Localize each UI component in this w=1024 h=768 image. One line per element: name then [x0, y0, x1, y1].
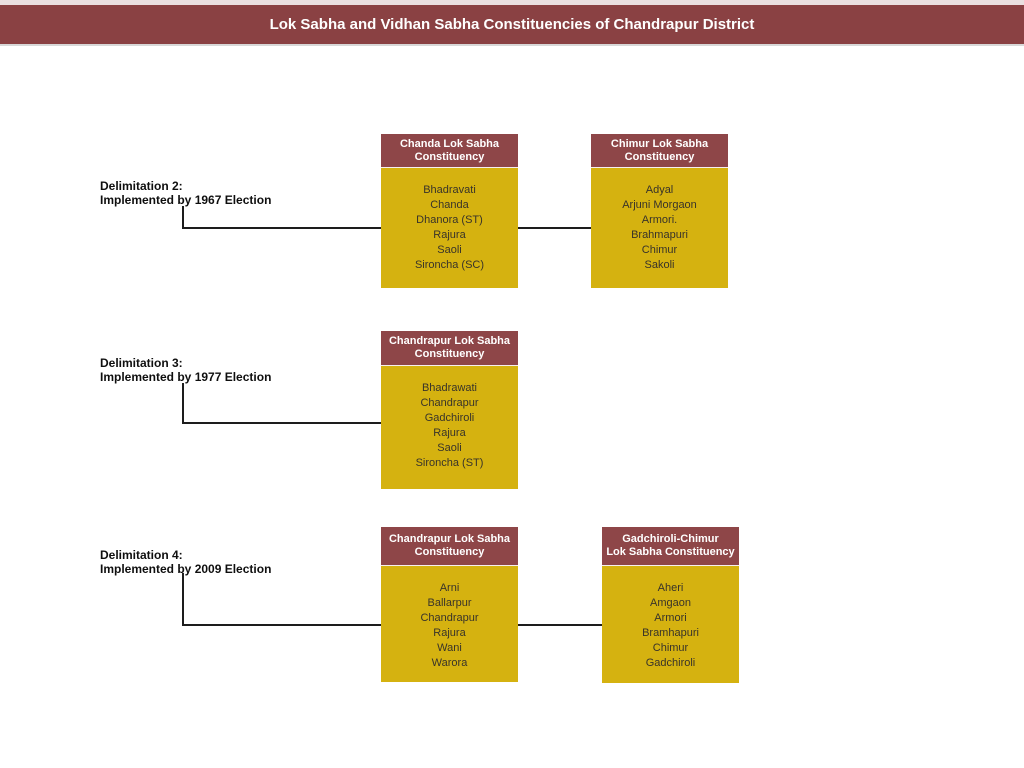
constituency-item: Ballarpur [427, 597, 472, 609]
constituency-item: Warora [431, 657, 468, 669]
constituency-item: Gadchiroli [645, 657, 696, 669]
constituency-item: Amgaon [650, 597, 691, 609]
connector-line [518, 227, 591, 229]
connector-line [182, 206, 184, 229]
box-body: Adyal Arjuni Morgaon Armori. Brahmapuri … [591, 168, 728, 288]
constituency-item: Brahmapuri [631, 229, 688, 241]
constituency-item: Adyal [645, 184, 674, 196]
box-header: Chandrapur Lok Sabha Constituency [381, 527, 518, 566]
box-header: Chandrapur Lok Sabha Constituency [381, 331, 518, 366]
box-title-line1: Chandrapur Lok Sabha [388, 533, 511, 545]
constituency-box-chanda: Chanda Lok Sabha Constituency Bhadravati… [381, 134, 518, 288]
constituency-item: Rajura [433, 229, 466, 241]
constituency-box-chandrapur-2009: Chandrapur Lok Sabha Constituency Arni B… [381, 527, 518, 682]
constituency-item: Armori [654, 612, 687, 624]
box-title-line2: Constituency [624, 150, 695, 163]
box-header: Gadchiroli-Chimur Lok Sabha Constituency [602, 527, 739, 566]
constituency-item: Dhanora (ST) [416, 214, 483, 226]
box-body: Aheri Amgaon Armori Bramhapuri Chimur Ga… [602, 566, 739, 683]
constituency-item: Sakoli [644, 259, 675, 271]
box-body: Bhadravati Chanda Dhanora (ST) Rajura Sa… [381, 168, 518, 288]
section-label-line1: Delimitation 4: [100, 548, 183, 562]
constituency-item: Rajura [433, 427, 466, 439]
section-label-delimitation-3: Delimitation 3: Implemented by 1977 Elec… [100, 356, 271, 384]
constituency-item: Bhadrawati [421, 382, 478, 394]
constituency-item: Aheri [657, 582, 684, 594]
title-banner: Lok Sabha and Vidhan Sabha Constituencie… [0, 5, 1024, 44]
section-label-line2: Implemented by 2009 Election [100, 562, 272, 576]
section-label-line1: Delimitation 2: [100, 179, 183, 193]
box-body: Arni Ballarpur Chandrapur Rajura Wani Wa… [381, 566, 518, 682]
box-header: Chimur Lok Sabha Constituency [591, 134, 728, 168]
box-title-line1: Chandrapur Lok Sabha [388, 335, 511, 347]
top-strip [0, 0, 1024, 5]
constituency-item: Chandrapur [420, 397, 479, 409]
constituency-item: Rajura [433, 627, 466, 639]
constituency-item: Bramhapuri [642, 627, 699, 639]
section-label-line2: Implemented by 1977 Election [100, 370, 272, 384]
section-label-delimitation-4: Delimitation 4: Implemented by 2009 Elec… [100, 548, 271, 576]
constituency-item: Chandrapur [420, 612, 479, 624]
box-title-line1: Gadchiroli-Chimur [622, 533, 719, 545]
constituency-box-chimur: Chimur Lok Sabha Constituency Adyal Arju… [591, 134, 728, 288]
box-title-line2: Constituency [414, 546, 485, 558]
banner-underline [0, 44, 1024, 46]
constituency-box-chandrapur-1977: Chandrapur Lok Sabha Constituency Bhadra… [381, 331, 518, 489]
constituency-item: Armori. [641, 214, 678, 226]
constituency-item: Arni [439, 582, 460, 594]
box-title-line2: Constituency [414, 150, 485, 163]
box-title-line1: Chanda Lok Sabha [399, 137, 500, 150]
connector-line [182, 624, 381, 626]
section-label-line2: Implemented by 1967 Election [100, 193, 272, 207]
page-title: Lok Sabha and Vidhan Sabha Constituencie… [269, 16, 755, 33]
constituency-item: Saoli [437, 442, 462, 454]
constituency-item: Saoli [437, 244, 462, 256]
constituency-item: Chimur [652, 642, 689, 654]
section-label-delimitation-2: Delimitation 2: Implemented by 1967 Elec… [100, 179, 271, 207]
constituency-item: Gadchiroli [424, 412, 475, 424]
connector-line [518, 624, 602, 626]
constituency-item: Sironcha (ST) [415, 457, 484, 469]
connector-line [182, 383, 184, 424]
constituency-item: Arjuni Morgaon [622, 199, 697, 211]
constituency-box-gadchiroli-chimur: Gadchiroli-Chimur Lok Sabha Constituency… [602, 527, 739, 683]
connector-line [182, 422, 381, 424]
constituency-item: Sironcha (SC) [414, 259, 485, 271]
constituency-item: Bhadravati [423, 184, 476, 196]
constituency-item: Chanda [430, 199, 469, 211]
box-title-line1: Chimur Lok Sabha [610, 137, 709, 150]
constituency-item: Wani [437, 642, 462, 654]
box-header: Chanda Lok Sabha Constituency [381, 134, 518, 168]
connector-line [182, 573, 184, 626]
box-title-line2: Lok Sabha Constituency [606, 546, 735, 558]
box-body: Bhadrawati Chandrapur Gadchiroli Rajura … [381, 366, 518, 489]
constituency-item: Chimur [641, 244, 678, 256]
box-title-line2: Constituency [414, 348, 485, 360]
connector-line [182, 227, 381, 229]
section-label-line1: Delimitation 3: [100, 356, 183, 370]
